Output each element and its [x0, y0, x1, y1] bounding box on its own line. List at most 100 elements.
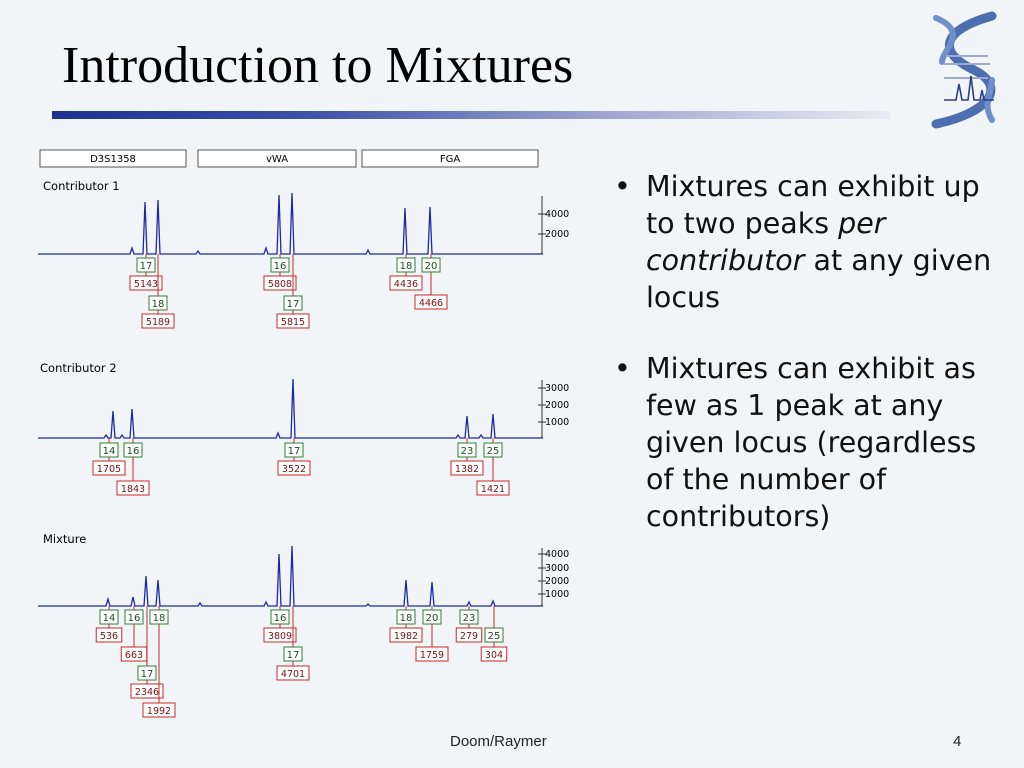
peak-height-label: 304: [485, 650, 503, 661]
y-tick-label: 3000: [545, 563, 569, 574]
allele-label: 18: [400, 261, 413, 272]
y-axis-contributor-2: [538, 380, 546, 438]
allele-label: 16: [274, 613, 287, 624]
allele-label: 17: [287, 650, 300, 661]
peak-label-group: 17 4701: [276, 606, 310, 681]
peak-height-label: 536: [100, 631, 118, 642]
allele-label: 23: [461, 446, 474, 457]
peak-height-label: 1382: [455, 464, 479, 475]
peak-height-box: [455, 627, 483, 643]
peak-height-box: [276, 665, 310, 681]
peak-height-box: [450, 460, 484, 476]
allele-box: [484, 627, 504, 643]
peak-height-box: [277, 460, 311, 476]
allele-box: [99, 442, 119, 458]
allele-label: 16: [128, 613, 141, 624]
allele-box: [270, 609, 290, 625]
peak-height-label: 1982: [394, 631, 418, 642]
peak-label-group: 14 1705: [92, 438, 126, 476]
y-axis-mixture: [538, 548, 546, 606]
peak-label-group: 23 1382: [450, 438, 484, 476]
peak-height-label: 1705: [97, 464, 121, 475]
peak-height-label: 1421: [481, 484, 505, 495]
allele-box: [396, 609, 416, 625]
peak-height-label: 4701: [281, 669, 305, 680]
locus-header-d3s1358: D3S1358: [39, 149, 187, 168]
y-tick-label: 2000: [545, 576, 569, 587]
allele-box: [421, 257, 441, 273]
peak-height-label: 1759: [420, 650, 444, 661]
allele-box: [483, 442, 503, 458]
title-underline-bar: [52, 111, 890, 119]
allele-label: 14: [103, 446, 116, 457]
allele-label: 18: [153, 613, 166, 624]
bullet-emphasis: per contributor: [646, 207, 886, 277]
peak-height-label: 5143: [134, 279, 158, 290]
bullet-text: Mixtures can exhibit as few as 1 peak at…: [646, 352, 977, 533]
peak-height-label: 279: [460, 631, 478, 642]
peak-height-box: [92, 460, 126, 476]
allele-label: 17: [141, 669, 154, 680]
trace-mixture: [38, 545, 543, 607]
peak-label-group: 18 5189: [141, 254, 175, 329]
peak-height-box: [389, 627, 423, 643]
slide-title: Introduction to Mixtures: [62, 37, 574, 94]
y-tick-label: 3000: [545, 383, 569, 394]
peak-label-group: 17 2346: [130, 606, 164, 699]
peak-height-box: [263, 627, 297, 643]
peak-height-box: [476, 480, 510, 496]
allele-label: 17: [140, 261, 153, 272]
bullet-text: Mixtures can exhibit up to two peaks: [646, 170, 980, 240]
peak-height-label: 663: [125, 650, 143, 661]
allele-label: 18: [152, 299, 165, 310]
peak-label-group: 17 5143: [129, 254, 163, 291]
locus-label: FGA: [440, 154, 461, 165]
y-tick-label: 2000: [545, 229, 569, 240]
allele-box: [123, 442, 143, 458]
allele-label: 17: [288, 446, 301, 457]
peak-height-label: 4466: [419, 298, 443, 309]
peak-height-box: [142, 702, 176, 718]
peak-height-label: 2346: [135, 687, 159, 698]
peak-label-group: 18 1992: [142, 606, 176, 718]
peak-label-group: 18 4436: [389, 254, 423, 291]
allele-box: [148, 295, 168, 311]
peak-label-group: 25 1421: [476, 438, 510, 496]
allele-box: [136, 257, 156, 273]
y-tick-label: 2000: [545, 400, 569, 411]
locus-label: vWA: [266, 154, 288, 165]
peak-height-label: 5189: [146, 317, 170, 328]
y-tick-label: 4000: [545, 549, 569, 560]
allele-label: 25: [487, 446, 500, 457]
y-tick-label: 1000: [545, 589, 569, 600]
allele-box: [396, 257, 416, 273]
allele-box: [284, 442, 304, 458]
peak-height-label: 4436: [394, 279, 418, 290]
peak-height-label: 3522: [282, 464, 306, 475]
peak-height-label: 1843: [121, 484, 145, 495]
allele-box: [457, 442, 477, 458]
peak-height-label: 1992: [147, 706, 171, 717]
peak-height-box: [480, 646, 508, 662]
allele-label: 17: [287, 299, 300, 310]
allele-box: [283, 295, 303, 311]
bullet-item: Mixtures can exhibit up to two peaks per…: [612, 168, 1002, 316]
bullet-text: at any given locus: [646, 244, 992, 314]
peak-height-box: [130, 683, 164, 699]
allele-label: 25: [488, 631, 501, 642]
allele-label: 16: [274, 261, 287, 272]
y-tick-label: 1000: [545, 417, 569, 428]
panel-label-mixture: Mixture: [43, 532, 86, 546]
bullet-list: Mixtures can exhibit up to two peaks per…: [612, 168, 1002, 569]
allele-label: 20: [425, 261, 438, 272]
peak-height-box: [414, 294, 448, 310]
locus-header-fga: FGA: [361, 149, 539, 168]
bullet-item: Mixtures can exhibit as few as 1 peak at…: [612, 350, 1002, 535]
peak-height-box: [95, 627, 123, 643]
